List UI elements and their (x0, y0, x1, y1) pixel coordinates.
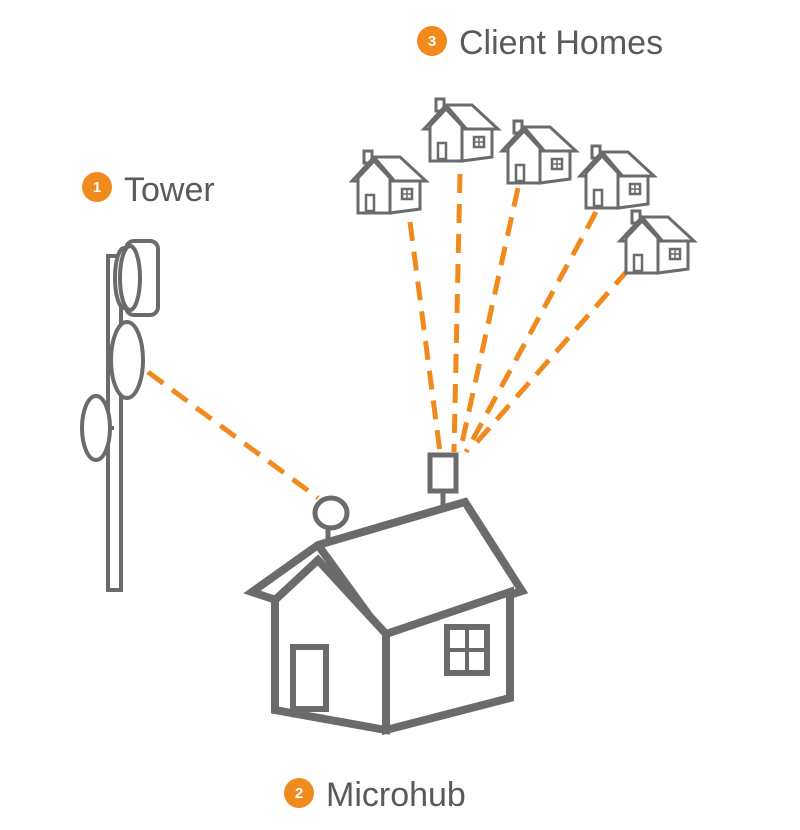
link-hub-home-3 (457, 187, 521, 453)
badge-number: 1 (93, 179, 101, 196)
badge-number: 2 (295, 785, 303, 802)
link-tower-microhub (146, 369, 320, 501)
tower-label: Tower (124, 171, 215, 209)
microhub-house-icon (243, 452, 529, 736)
label-client-homes: 3 Client Homes (417, 24, 663, 62)
link-hub-home-1 (407, 221, 443, 453)
client-home-icon (350, 149, 428, 215)
tower-icon (80, 239, 160, 592)
client-home-icon (500, 119, 578, 185)
client-home-icon (422, 97, 500, 163)
link-hub-home-5 (468, 268, 630, 452)
badge-number: 3 (428, 33, 436, 50)
badge-3 (417, 26, 447, 56)
client-homes (350, 97, 696, 275)
link-hub-home-2 (451, 173, 463, 453)
label-microhub: 2 Microhub (284, 776, 466, 814)
link-hub-home-4 (463, 210, 599, 454)
badge-1 (82, 172, 112, 202)
label-tower: 1 Tower (82, 171, 215, 209)
client-home-icon (578, 144, 656, 210)
badge-2 (284, 778, 314, 808)
client-homes-label: Client Homes (459, 24, 663, 62)
links (146, 173, 630, 501)
microhub-label: Microhub (326, 776, 466, 814)
client-home-icon (618, 209, 696, 275)
